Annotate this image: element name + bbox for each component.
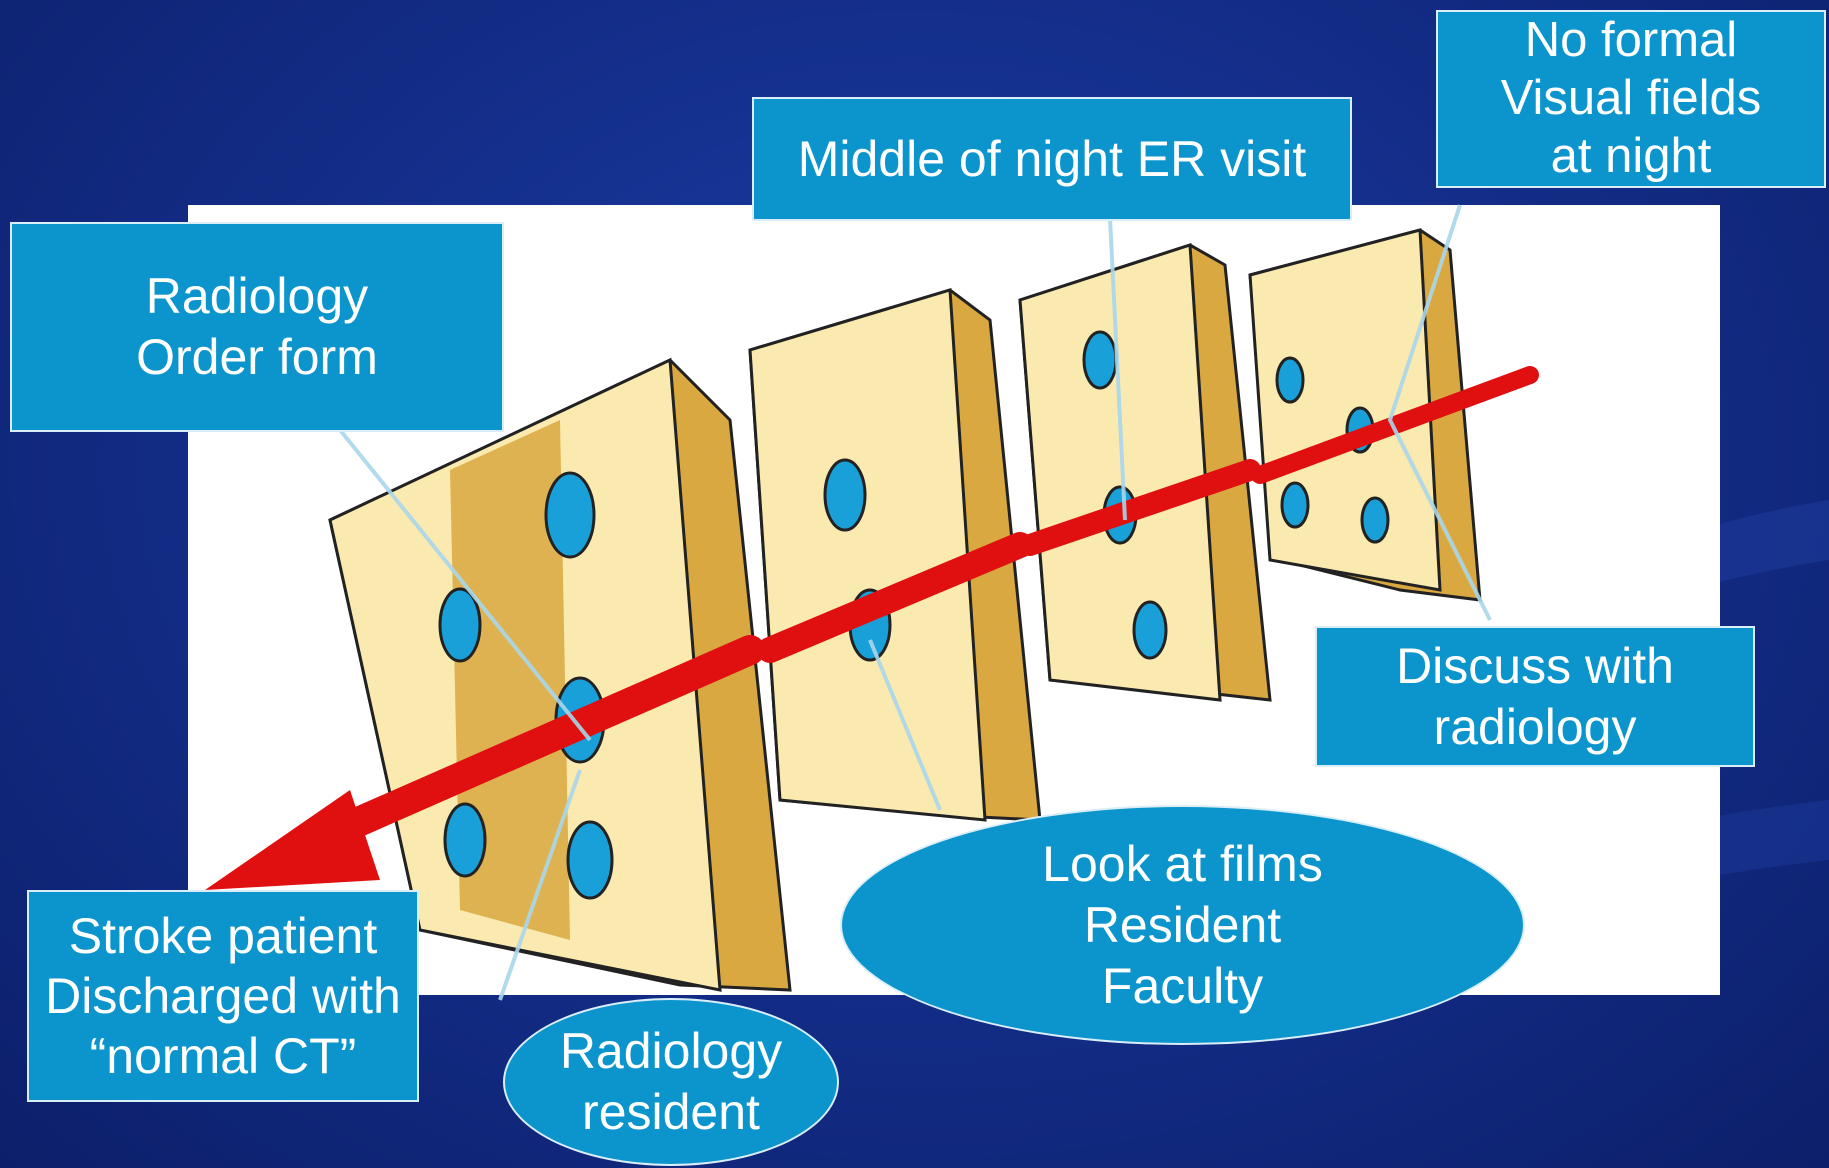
label-stroke-line3: “normal CT” [90, 1026, 357, 1086]
label-stroke-line2: Discharged with [45, 966, 401, 1026]
label-radiology-resident-line2: resident [582, 1082, 760, 1143]
label-radiology-resident: Radiology resident [503, 998, 839, 1166]
label-er-visit-line1: Middle of night ER visit [798, 129, 1307, 190]
label-visual-fields: No formal Visual fields at night [1436, 10, 1826, 188]
label-look-films-line2: Resident [1084, 895, 1281, 956]
label-visual-fields-line3: at night [1551, 128, 1712, 186]
label-discuss-line1: Discuss with [1396, 636, 1674, 697]
label-stroke-line1: Stroke patient [69, 906, 378, 966]
label-discuss: Discuss with radiology [1315, 626, 1755, 767]
label-order-form: Radiology Order form [10, 222, 504, 432]
label-order-form-line1: Radiology [146, 266, 368, 327]
label-er-visit: Middle of night ER visit [752, 97, 1352, 221]
label-stroke-patient: Stroke patient Discharged with “normal C… [27, 890, 419, 1102]
label-look-films: Look at films Resident Faculty [840, 805, 1525, 1045]
label-radiology-resident-line1: Radiology [560, 1021, 782, 1082]
label-visual-fields-line1: No formal [1525, 12, 1737, 70]
label-discuss-line2: radiology [1434, 697, 1637, 758]
label-visual-fields-line2: Visual fields [1501, 70, 1762, 128]
label-order-form-line2: Order form [136, 327, 378, 388]
label-look-films-line3: Faculty [1102, 956, 1263, 1017]
label-look-films-line1: Look at films [1042, 834, 1323, 895]
